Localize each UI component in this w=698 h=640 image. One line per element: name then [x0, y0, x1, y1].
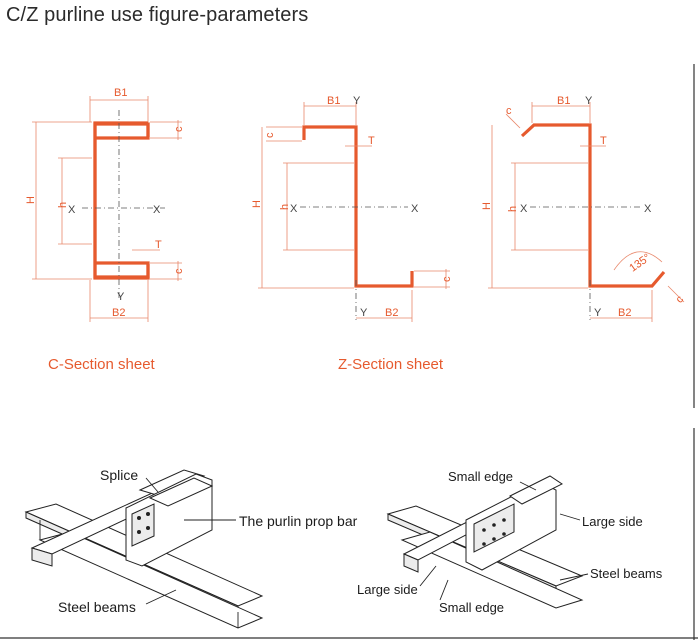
purlin-end-lower: [31, 547, 53, 567]
z2-c-bot-label: c: [674, 293, 687, 306]
r-bolt-5: [492, 537, 496, 541]
z-section-caption: Z-Section sheet: [338, 356, 444, 373]
c-h-label: H: [25, 196, 37, 204]
z1-h-label: H: [251, 200, 263, 208]
r-bolt-1: [482, 528, 486, 532]
z1-y-top-label: Y: [353, 95, 361, 107]
c-section-profile: [93, 122, 150, 279]
c-x-left-label: X: [68, 204, 76, 216]
splice-leader: [145, 477, 159, 493]
z2-c-top-label: c: [506, 105, 512, 117]
z2-x-left-label: X: [520, 203, 528, 215]
small-edge-top-label: Small edge: [448, 469, 513, 484]
purlin-flange-top: [148, 477, 214, 507]
page-title: C/Z purline use figure-parameters: [6, 4, 309, 26]
z2-t-label: T: [600, 135, 607, 147]
z2-x-right-label: X: [644, 203, 652, 215]
z2-b2-label: B2: [618, 307, 631, 319]
large-side-right-label: Large side: [582, 514, 643, 529]
z-section-1-figure: B1 Y c T H h X X c Y B2: [251, 95, 453, 322]
r-small-edge-bottom-leader: [439, 579, 449, 601]
purlin-web: [125, 473, 213, 567]
c-b2-label: B2: [112, 307, 125, 319]
steel-beams-label-left: Steel beams: [58, 599, 136, 615]
r-large-side-right-leader: [559, 513, 581, 521]
z2-profile: [520, 123, 666, 288]
bolt-3: [137, 530, 141, 534]
r-small-edge-top-leader: [519, 481, 537, 491]
z2-y-bot-label: Y: [594, 307, 602, 319]
c-c-top-label: c: [173, 126, 185, 132]
bolt-2: [146, 512, 150, 516]
z1-y-bot-label: Y: [360, 307, 368, 319]
r-bolt-2: [492, 523, 496, 527]
r-steel-beams-leader: [559, 573, 589, 581]
z2-y-top-label: Y: [585, 95, 593, 107]
bolt-1: [137, 516, 141, 520]
small-edge-bottom-label: Small edge: [439, 600, 504, 615]
r-purlin-end: [403, 553, 419, 573]
z1-h2-label: h: [279, 204, 291, 210]
z1-x-right-label: X: [411, 203, 419, 215]
z1-b2-label: B2: [385, 307, 398, 319]
z2-h2-label: h: [507, 206, 519, 212]
steel-beams-label-right: Steel beams: [590, 566, 663, 581]
c-b1-label: B1: [114, 87, 127, 99]
r-bolt-6: [502, 532, 506, 536]
z1-t-label: T: [368, 135, 375, 147]
prop-bar-label: The purlin prop bar: [239, 513, 358, 529]
steel-beams-leader-left: [145, 589, 177, 605]
c-x-right-label: X: [153, 204, 161, 216]
bolt-4: [146, 526, 150, 530]
r-bolt-3: [502, 518, 506, 522]
install-left-figure: Splice The purlin prop bar Steel beams: [24, 467, 358, 629]
c-section-figure: B1 B2 H h c c T X X Y C-Section sheet: [25, 87, 185, 373]
z1-x-left-label: X: [290, 203, 298, 215]
c-section-outline: [93, 121, 150, 280]
z1-profile: [302, 125, 414, 288]
install-right-figure: Small edge Large side Steel beams Large …: [357, 469, 663, 615]
z2-c-bot-dim: [667, 285, 685, 303]
z-section-2-figure: B1 Y c T H h X X 135° c Y B2: [481, 95, 686, 322]
z2-angle-arc: [613, 251, 663, 271]
z2-angle-label: 135°: [627, 252, 653, 275]
z1-c-top-label: c: [264, 132, 276, 138]
z2-h-label: H: [481, 202, 493, 210]
r-steel-beam-bottom-flange: [400, 531, 584, 609]
c-h2-label: h: [57, 202, 69, 208]
z2-b1-label: B1: [557, 95, 570, 107]
z1-b1-label: B1: [327, 95, 340, 107]
z1-c-bot-label: c: [441, 276, 453, 282]
r-splice-plate: [473, 503, 515, 553]
large-side-left-label: Large side: [357, 582, 418, 597]
r-large-side-left-leader: [419, 565, 437, 587]
c-t-label: T: [155, 239, 162, 251]
splice-label: Splice: [100, 467, 138, 483]
c-y-label: Y: [117, 291, 125, 303]
c-section-caption: C-Section sheet: [48, 356, 156, 373]
r-bolt-4: [482, 542, 486, 546]
c-c-bot-label: c: [173, 268, 185, 274]
z2-c-top-dim: [505, 113, 521, 129]
